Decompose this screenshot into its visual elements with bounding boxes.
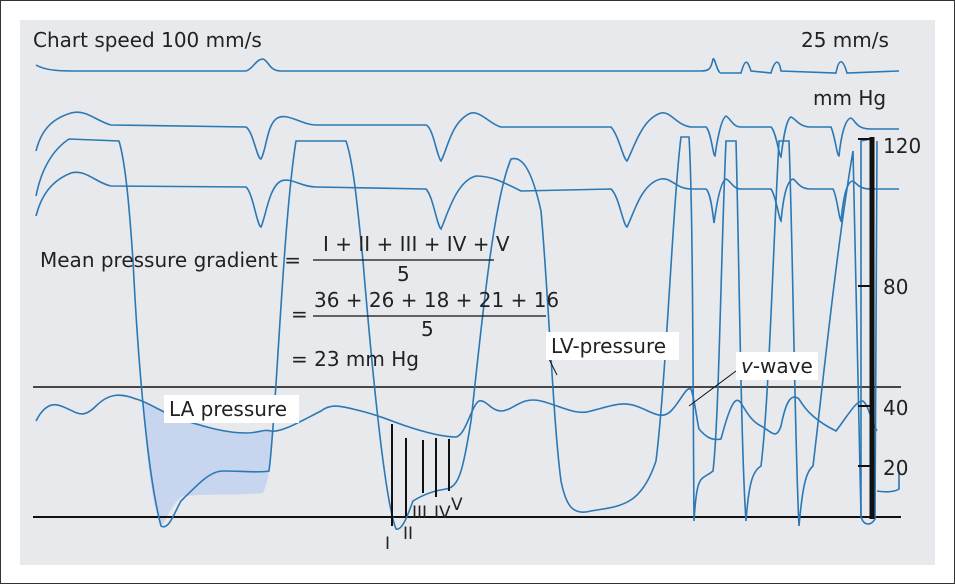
formula-denominator-1: 5 bbox=[397, 262, 410, 286]
pressure-scale bbox=[858, 137, 875, 519]
ecg-trace bbox=[35, 58, 900, 74]
segment-label-i: I bbox=[385, 534, 390, 554]
v-wave-label: v-wave bbox=[741, 354, 813, 378]
formula-numerator-1: I + II + III + IV + V bbox=[323, 232, 510, 256]
segment-label-iii: III bbox=[412, 503, 427, 523]
tick-20: 20 bbox=[883, 456, 908, 480]
v-wave-italic: v bbox=[741, 354, 754, 378]
lv-label-leader bbox=[548, 358, 558, 376]
v-wave-rest: -wave bbox=[753, 354, 813, 378]
segment-label-iv: IV bbox=[434, 503, 451, 523]
formula-result: = 23 mm Hg bbox=[291, 347, 419, 371]
tick-40: 40 bbox=[883, 396, 908, 420]
lv-pressure-trace bbox=[35, 136, 878, 530]
chart-speed-label: Chart speed 100 mm/s bbox=[33, 28, 262, 52]
la-pressure-trace bbox=[35, 387, 878, 441]
lv-label-box bbox=[546, 332, 679, 360]
tick-80: 80 bbox=[883, 275, 908, 299]
lv-pressure-label: LV-pressure bbox=[551, 334, 666, 358]
chart-speed-right-label: 25 mm/s bbox=[801, 28, 889, 52]
tick-120: 120 bbox=[883, 134, 921, 158]
segment-label-ii: II bbox=[403, 524, 413, 544]
segment-label-v: V bbox=[451, 495, 463, 515]
aortic-pressure-trace-2 bbox=[35, 171, 899, 231]
v-wave-label-box bbox=[736, 352, 818, 380]
formula-lhs: Mean pressure gradient = bbox=[40, 248, 301, 272]
gradient-segment-lines bbox=[391, 424, 450, 526]
la-pressure-label: LA pressure bbox=[169, 397, 287, 421]
unit-label: mm Hg bbox=[813, 86, 886, 110]
formula-numerator-2: 36 + 26 + 18 + 21 + 16 bbox=[314, 288, 559, 312]
formula-equals-2: = bbox=[291, 302, 308, 326]
formula-denominator-2: 5 bbox=[421, 317, 434, 341]
aortic-pressure-trace-1 bbox=[35, 111, 899, 163]
v-wave-leader bbox=[688, 370, 737, 407]
la-label-box bbox=[164, 395, 299, 423]
